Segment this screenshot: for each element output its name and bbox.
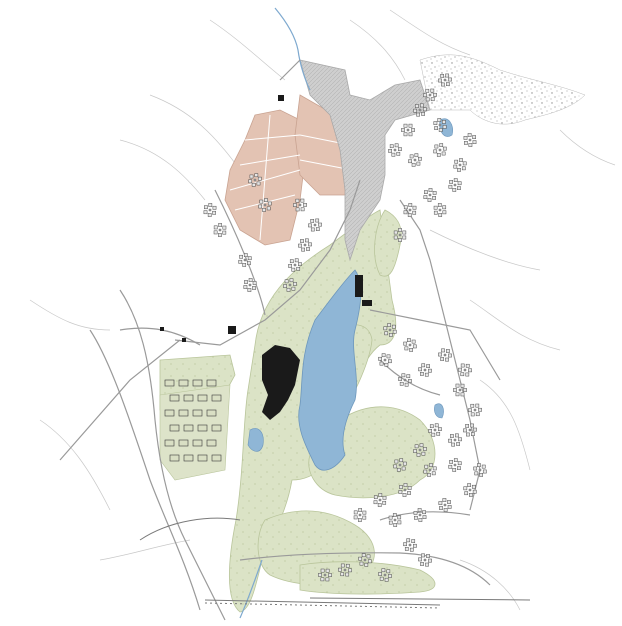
- house-cluster: [448, 433, 462, 447]
- house-cluster: [413, 443, 427, 457]
- house-cluster: [468, 403, 482, 417]
- house-cluster: [388, 143, 402, 157]
- house-cluster: [453, 383, 467, 397]
- house-cluster: [433, 118, 447, 132]
- railway: [139, 517, 531, 609]
- house-cluster: [403, 338, 417, 352]
- paved-area: [299, 54, 586, 262]
- house-cluster: [418, 553, 432, 567]
- house-cluster: [413, 508, 427, 522]
- commercial-parcels: [224, 94, 356, 246]
- west-housing-grid: [164, 379, 222, 462]
- house-cluster: [238, 253, 252, 267]
- house-cluster: [463, 423, 477, 437]
- house-cluster: [213, 223, 227, 237]
- house-cluster: [393, 228, 407, 242]
- house-cluster: [418, 363, 432, 377]
- residential-clusters: [164, 73, 487, 582]
- house-cluster: [463, 483, 477, 497]
- house-cluster: [433, 203, 447, 217]
- house-cluster: [338, 563, 352, 577]
- house-cluster: [373, 493, 387, 507]
- house-cluster: [448, 458, 462, 472]
- house-cluster: [438, 498, 452, 512]
- house-cluster: [438, 73, 452, 87]
- house-cluster: [403, 538, 417, 552]
- house-cluster: [423, 463, 437, 477]
- house-cluster: [378, 353, 392, 367]
- house-cluster: [423, 188, 437, 202]
- house-cluster: [398, 373, 412, 387]
- house-cluster: [298, 238, 312, 252]
- house-cluster: [248, 173, 262, 187]
- house-cluster: [423, 88, 437, 102]
- house-cluster: [408, 153, 422, 167]
- house-cluster: [458, 363, 472, 377]
- house-cluster: [463, 133, 477, 147]
- house-cluster: [288, 258, 302, 272]
- house-cluster: [473, 463, 487, 477]
- house-cluster: [203, 203, 217, 217]
- house-cluster: [318, 568, 332, 582]
- house-cluster: [378, 568, 392, 582]
- house-cluster: [293, 198, 307, 212]
- house-cluster: [401, 123, 415, 137]
- house-cluster: [453, 158, 467, 172]
- roads: [59, 59, 501, 621]
- house-cluster: [353, 508, 367, 522]
- river: [239, 7, 311, 619]
- house-cluster: [308, 218, 322, 232]
- house-cluster: [413, 103, 427, 117]
- house-cluster: [448, 178, 462, 192]
- house-cluster: [403, 203, 417, 217]
- house-cluster: [383, 323, 397, 337]
- contour-lines: [29, 9, 616, 611]
- house-cluster: [438, 348, 452, 362]
- house-cluster: [283, 278, 297, 292]
- house-cluster: [358, 553, 372, 567]
- house-cluster: [388, 513, 402, 527]
- house-cluster: [243, 278, 257, 292]
- house-cluster: [398, 483, 412, 497]
- house-cluster: [393, 458, 407, 472]
- house-cluster: [428, 423, 442, 437]
- house-cluster: [433, 143, 447, 157]
- house-cluster: [258, 198, 272, 212]
- urban-blocks: [160, 95, 372, 420]
